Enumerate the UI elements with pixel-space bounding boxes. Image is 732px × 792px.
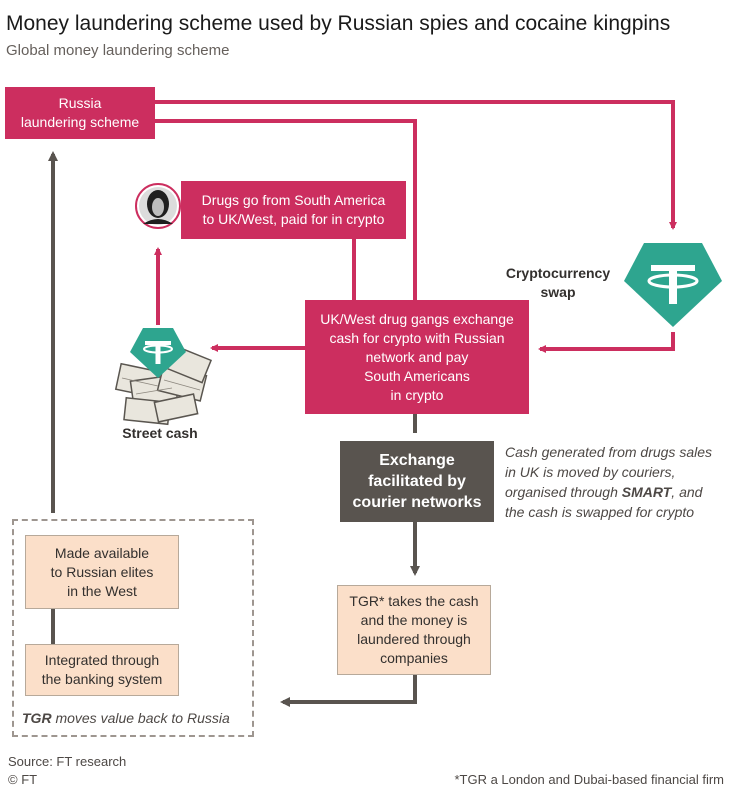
russia-laundering-box: Russia laundering scheme <box>5 87 155 139</box>
cash-courier-note: Cash generated from drugs sales in UK is… <box>505 444 712 520</box>
crypto-swap-label: Cryptocurrency swap <box>505 265 611 300</box>
cash-stack-icon <box>114 328 213 426</box>
drug-gangs-exchange-box: UK/West drug gangs exchange cash for cry… <box>305 300 529 414</box>
banking-system-box: Integrated through the banking system <box>25 644 179 696</box>
source-note: Source: FT research <box>8 754 127 769</box>
person-icon <box>135 183 181 229</box>
arrow-tgr-to-banking <box>280 675 417 707</box>
courier-networks-box: Exchange facilitated by courier networks <box>340 441 494 522</box>
chart-title: Money laundering scheme used by Russian … <box>6 12 671 35</box>
tgr-laundering-box: TGR* takes the cash and the money is lau… <box>337 585 491 675</box>
tgr-return-group <box>12 519 254 737</box>
footnote: *TGR a London and Dubai-based financial … <box>454 772 724 787</box>
copyright: © FT <box>8 772 38 787</box>
tgr-return-note: TGR moves value back to Russia <box>22 710 230 726</box>
line-russia-to-gangs <box>155 119 417 300</box>
tether-icon <box>624 243 722 327</box>
arrow-swap-to-gangs <box>538 332 675 353</box>
drugs-shipment-box: Drugs go from South America to UK/West, … <box>181 181 406 239</box>
arrow-russia-to-swap <box>155 100 677 230</box>
street-cash-label: Street cash <box>122 425 198 441</box>
chart-subtitle: Global money laundering scheme <box>6 42 230 59</box>
russian-elites-box: Made available to Russian elites in the … <box>25 535 179 609</box>
